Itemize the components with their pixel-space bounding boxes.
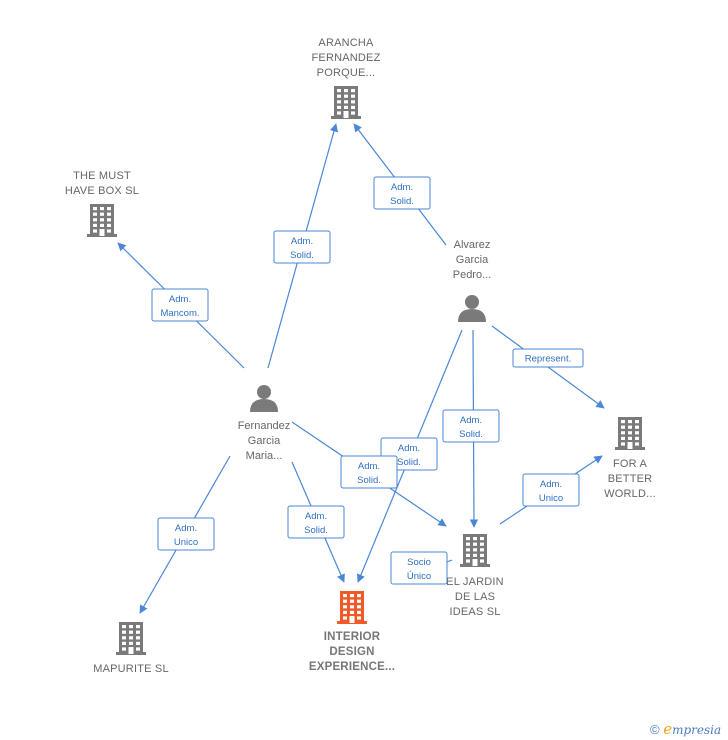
node-label-line: MAPURITE SL — [93, 663, 169, 675]
node-label-line: Maria... — [246, 450, 283, 462]
brand-footer[interactable]: © empresia — [650, 720, 721, 738]
building-icon — [116, 622, 146, 655]
edge-label[interactable]: Adm. Solid. — [273, 230, 331, 264]
edge-label-text: Adm. — [169, 294, 191, 305]
nodes-layer: ARANCHA FERNANDEZ PORQUE... THE MUST HAVE BO… — [65, 37, 656, 675]
node-label-line: FOR A — [613, 458, 647, 470]
edge-label-text: Unico — [174, 537, 198, 548]
copyright-symbol: © — [650, 722, 660, 737]
edge-label[interactable]: Adm. Solid. — [287, 505, 345, 539]
node-label-line: EL JARDIN — [446, 576, 504, 588]
edge-label[interactable]: Adm. Unico — [157, 517, 215, 551]
node-label-line: EXPERIENCE... — [309, 661, 395, 673]
edge-label-text: Adm. — [358, 461, 380, 472]
node-label-line: HAVE BOX SL — [65, 185, 139, 197]
node-arancha[interactable]: ARANCHA FERNANDEZ PORQUE... — [311, 37, 380, 119]
node-jardin[interactable]: EL JARDIN DE LAS IDEAS SL — [446, 534, 504, 618]
edge-label[interactable]: Adm. Solid. — [340, 455, 398, 489]
edge-label[interactable]: Adm. Solid. — [373, 176, 431, 210]
edge-label-text: Represent. — [525, 354, 571, 365]
node-label-line: DESIGN — [329, 646, 374, 658]
node-mapurite[interactable]: MAPURITE SL — [93, 622, 169, 675]
node-label-line: Fernandez — [238, 420, 291, 432]
edge-label[interactable]: Adm. Solid. — [442, 409, 500, 443]
building-icon — [337, 591, 367, 624]
edge-label-text: Adm. — [305, 511, 327, 522]
building-icon — [331, 86, 361, 119]
edge-label-text: Solid. — [459, 429, 483, 440]
node-label-line: DE LAS — [455, 591, 495, 603]
node-label-line: Garcia — [456, 254, 489, 266]
node-mustbox[interactable]: THE MUST HAVE BOX SL — [65, 170, 139, 237]
node-betterworld[interactable]: FOR A BETTER WORLD... — [604, 417, 656, 500]
node-label-line: FERNANDEZ — [311, 52, 380, 64]
building-icon — [87, 204, 117, 237]
edge-label-text: Solid. — [390, 196, 414, 207]
node-label-line: BETTER — [608, 473, 653, 485]
edge-label-text: Unico — [539, 493, 563, 504]
edge-label[interactable]: Represent. — [512, 348, 584, 368]
edge-label[interactable]: Adm. Mancom. — [151, 288, 209, 322]
edge-label-text: Adm. — [540, 479, 562, 490]
node-label-line: THE MUST — [73, 170, 131, 182]
node-label-line: WORLD... — [604, 488, 656, 500]
edge-label-text: Adm. — [460, 415, 482, 426]
node-label-line: ARANCHA — [318, 37, 374, 49]
brand-name: mpresia — [672, 723, 722, 737]
edge-label-text: Adm. — [175, 523, 197, 534]
edge-label[interactable]: Adm. Unico — [522, 473, 580, 507]
edge-label-text: Mancom. — [160, 308, 199, 319]
node-label-line: PORQUE... — [317, 67, 376, 79]
node-label-line: IDEAS SL — [449, 606, 500, 618]
edge-label-text: Solid. — [397, 457, 421, 468]
edge-label-text: Adm. — [398, 443, 420, 454]
edge-label-text: Solid. — [290, 250, 314, 261]
edge-labels-layer: Adm. Mancom. Adm. Solid. Adm. Solid. Represent… — [151, 176, 584, 585]
node-label-line: Alvarez — [454, 239, 491, 251]
node-interior[interactable]: INTERIOR DESIGN EXPERIENCE... — [309, 591, 395, 673]
building-icon — [460, 534, 490, 567]
edge-label-text: Socio — [407, 557, 431, 568]
node-label-line: Garcia — [248, 435, 281, 447]
brand-e-letter: e — [663, 720, 673, 738]
edge-label-text: Solid. — [304, 525, 328, 536]
node-fernandez[interactable]: FernandezGarciaMaria... — [238, 385, 291, 462]
node-alvarez[interactable]: AlvarezGarciaPedro... — [453, 239, 492, 322]
edge-label-text: Solid. — [357, 475, 381, 486]
edge-label-text: Adm. — [291, 236, 313, 247]
edge-label-text: Adm. — [391, 182, 413, 193]
building-icon — [615, 417, 645, 450]
person-icon — [250, 385, 278, 412]
person-icon — [458, 295, 486, 322]
node-label-line: INTERIOR — [324, 631, 381, 643]
node-label-line: Pedro... — [453, 269, 492, 281]
edge-label-text: Único — [407, 571, 431, 582]
